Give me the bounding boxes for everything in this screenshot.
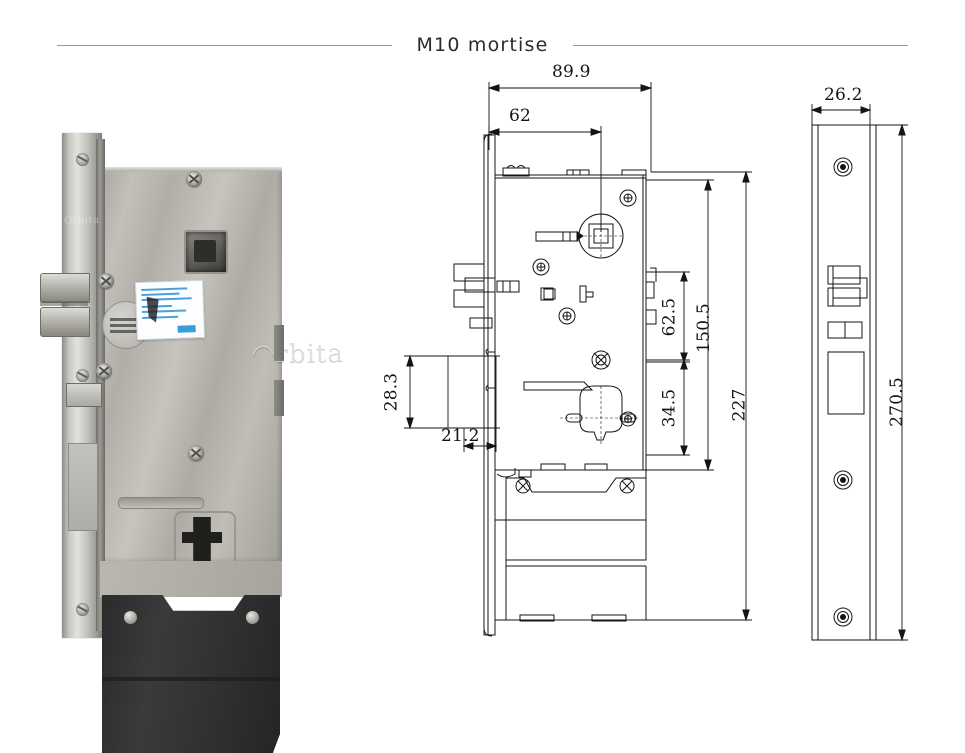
dim-label-34-5: 34.5 bbox=[659, 388, 680, 428]
case-tab-upper bbox=[274, 325, 284, 361]
case-top-edge bbox=[100, 167, 282, 173]
title-rule-left bbox=[57, 44, 393, 46]
cover-slot bbox=[118, 497, 204, 509]
faceplate-screw-1-icon bbox=[76, 153, 89, 166]
latch-bolt-gap bbox=[40, 301, 88, 306]
dim-label-227: 227 bbox=[729, 388, 750, 422]
faceplate-slot bbox=[68, 443, 98, 531]
dim-label-28-3: 28.3 bbox=[381, 372, 402, 412]
page-title-row: M10 mortise bbox=[0, 30, 965, 60]
cover-seam bbox=[102, 677, 280, 681]
dim-label-270-5: 270.5 bbox=[886, 377, 907, 427]
lower-steel-plate bbox=[100, 561, 282, 597]
page-title: M10 mortise bbox=[416, 34, 549, 56]
front-view-screws bbox=[532, 189, 637, 427]
dim-label-26-2: 26.2 bbox=[824, 85, 863, 105]
deadlatch-plunger bbox=[66, 383, 102, 407]
spindle-square-icon bbox=[194, 240, 216, 262]
case-screw-3-icon bbox=[96, 363, 112, 379]
front-view-geometry bbox=[453, 133, 657, 637]
case-screw-4-icon bbox=[188, 445, 204, 461]
spindle-hole bbox=[184, 230, 228, 274]
cover-screw-2-icon bbox=[246, 611, 259, 624]
latch-bolt-lower bbox=[40, 307, 90, 337]
dim-label-89-9: 89.9 bbox=[552, 62, 591, 82]
front-view-dimension-lines bbox=[404, 82, 752, 622]
cover-screw-1-icon bbox=[124, 611, 137, 624]
technical-drawings bbox=[404, 82, 908, 642]
spec-sheet-page: M10 mortise ◠rbita Orbita bbox=[0, 0, 965, 675]
side-view-geometry bbox=[811, 124, 877, 641]
faceplate-screw-2-icon bbox=[76, 369, 89, 382]
dim-label-21-2: 21.2 bbox=[441, 426, 480, 446]
case-tab-lower bbox=[274, 380, 284, 416]
dim-label-62: 62 bbox=[509, 106, 532, 126]
faceplate-screw-4-icon bbox=[76, 603, 89, 616]
dim-label-62-5: 62.5 bbox=[659, 297, 680, 337]
case-screw-1-icon bbox=[186, 171, 202, 187]
dim-label-150-5: 150.5 bbox=[693, 303, 714, 353]
title-rule-right bbox=[572, 44, 908, 46]
case-screw-2-icon bbox=[98, 273, 114, 289]
side-view-dimension-lines bbox=[810, 104, 908, 642]
